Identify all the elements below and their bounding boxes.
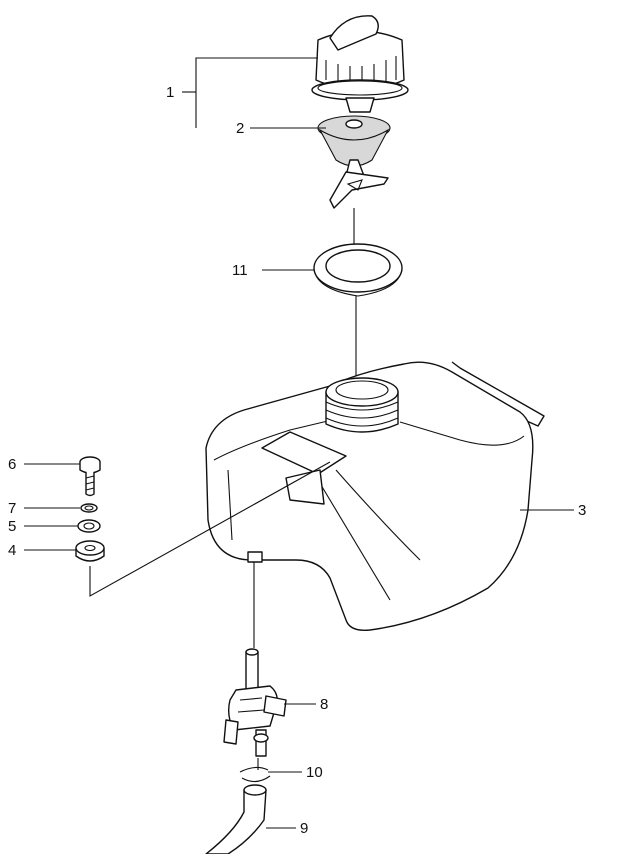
rubber-spacer — [75, 540, 105, 562]
callout-3: 3 — [578, 502, 586, 519]
callout-8: 8 — [320, 696, 328, 713]
tank-seal-ring — [313, 243, 403, 297]
callout-1: 1 — [166, 84, 174, 101]
callout-6: 6 — [8, 456, 16, 473]
callout-2: 2 — [236, 120, 244, 137]
callout-7: 7 — [8, 500, 16, 517]
retaining-clip — [80, 503, 98, 513]
callout-11: 11 — [232, 262, 248, 279]
callout-leaders — [24, 57, 574, 829]
mounting-bolt — [79, 456, 101, 497]
assembly-lines — [89, 208, 357, 770]
hose-clamp — [239, 766, 271, 783]
fuel-tank — [205, 361, 545, 631]
callout-10: 10 — [306, 764, 323, 781]
fuel-hose — [205, 784, 267, 854]
callout-5: 5 — [8, 518, 16, 535]
fuel-strainer — [317, 115, 391, 209]
fuel-valve — [223, 648, 287, 757]
callout-4: 4 — [8, 542, 16, 559]
callout-labels: 1 2 3 4 5 6 7 8 9 10 11 — [8, 84, 586, 837]
fuel-cap — [311, 15, 409, 113]
flat-washer — [77, 519, 101, 533]
callout-9: 9 — [300, 820, 308, 837]
